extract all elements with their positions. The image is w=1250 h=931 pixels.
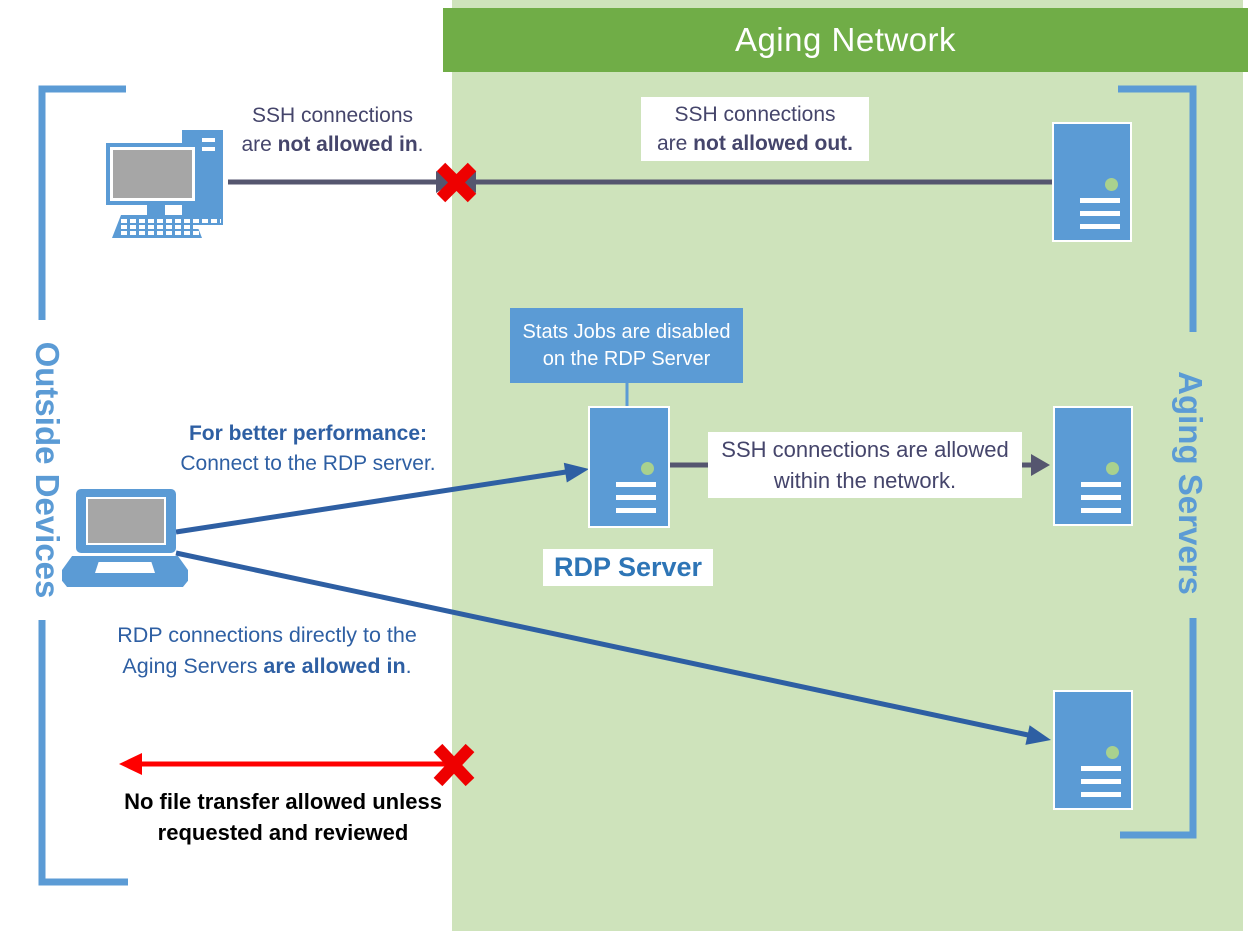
desktop-monitor (106, 143, 199, 205)
monitor-screen (113, 150, 192, 198)
annotation-line: Aging Servers are allowed in. (122, 654, 412, 678)
server-vents (1081, 482, 1121, 513)
desktop-computer-icon (105, 126, 237, 238)
ssh-within-annotation: SSH connections are allowed within the n… (708, 432, 1022, 498)
callout-line: Stats Jobs are disabled (522, 321, 731, 343)
aging-server-icon-2 (1053, 406, 1133, 526)
tower-slot (202, 147, 215, 151)
annotation-line: For better performance: (188, 422, 428, 445)
annotation-line: SSH connections (674, 103, 836, 126)
keyboard-keys (121, 225, 221, 229)
ssh-in-arrowhead (436, 171, 453, 193)
server-led (641, 462, 654, 475)
aging-servers-label: Aging Servers (1172, 371, 1209, 595)
laptop-screen (76, 489, 176, 553)
server-vents (616, 482, 656, 513)
server-vents (1081, 766, 1121, 797)
annotation-line: requested and reviewed (157, 820, 409, 845)
annotation-line: No file transfer allowed unless (124, 789, 442, 814)
file-transfer-arrowhead (119, 753, 142, 775)
rdp-server-icon (588, 406, 670, 528)
laptop-screen-panel (88, 499, 164, 543)
tower-slot (202, 138, 215, 142)
annotation-line: SSH connections (251, 104, 414, 127)
server-led (1105, 178, 1118, 191)
page-title: Aging Network (443, 8, 1248, 72)
server-led (1106, 746, 1119, 759)
keyboard-keys (121, 219, 221, 223)
ssh-out-annotation: SSH connections are not allowed out. (641, 97, 869, 161)
server-led (1106, 462, 1119, 475)
annotation-line: Connect to the RDP server. (180, 452, 436, 475)
annotation-line: SSH connections are allowed (721, 437, 1009, 462)
annotation-line: RDP connections directly to the (117, 623, 417, 647)
annotation-line: within the network. (773, 468, 957, 493)
no-file-transfer-annotation: No file transfer allowed unless requeste… (103, 786, 463, 848)
aging-server-icon-3 (1053, 690, 1133, 810)
laptop-slot (95, 562, 155, 573)
annotation-line: are not allowed in. (241, 133, 424, 156)
callout-line: on the RDP Server (542, 348, 711, 370)
server-vents (1080, 198, 1120, 229)
outside-devices-label: Outside Devices (29, 341, 66, 599)
rdp-server-label: RDP Server (543, 549, 713, 586)
keyboard-keys (121, 231, 221, 235)
rdp-direct-annotation: RDP connections directly to the Aging Se… (83, 620, 451, 682)
ssh-in-annotation: SSH connections are not allowed in. (205, 101, 460, 159)
performance-annotation: For better performance: Connect to the R… (148, 419, 468, 479)
laptop-base (62, 556, 188, 587)
aging-server-icon-1 (1052, 122, 1132, 242)
annotation-line: are not allowed out. (656, 132, 853, 155)
laptop-icon (62, 489, 188, 588)
monitor-stand (147, 204, 165, 217)
stats-jobs-callout: Stats Jobs are disabled on the RDP Serve… (510, 308, 743, 383)
